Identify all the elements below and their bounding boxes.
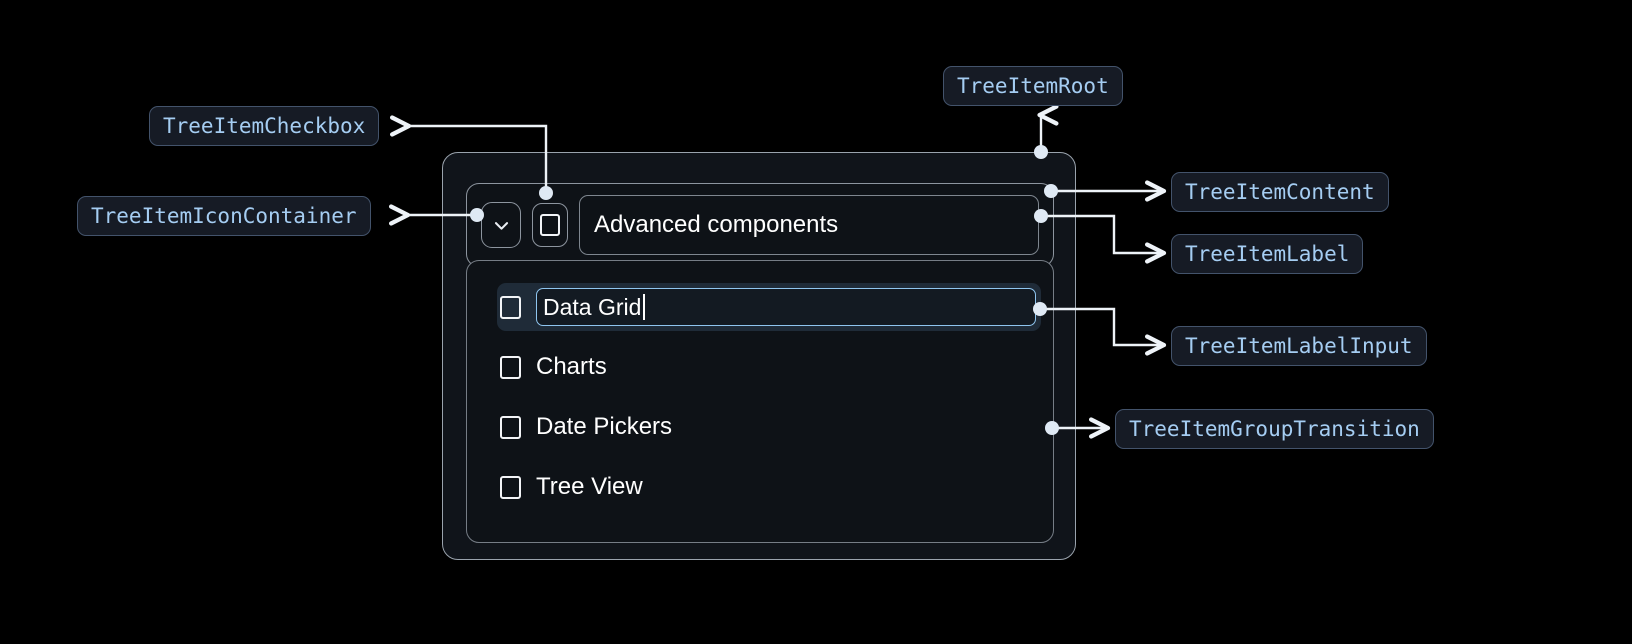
chip-tree-item-content: TreeItemContent bbox=[1171, 172, 1389, 212]
tree-item-group-transition: Data Grid Charts Date Pickers Tree View bbox=[466, 260, 1054, 543]
chip-label: TreeItemCheckbox bbox=[163, 114, 366, 138]
checkbox-unchecked-icon bbox=[540, 214, 560, 236]
chevron-down-icon bbox=[494, 221, 508, 230]
chip-tree-item-icon-container: TreeItemIconContainer bbox=[77, 196, 371, 236]
tree-child-label: Tree View bbox=[536, 473, 643, 500]
tree-child-row-date-pickers[interactable]: Date Pickers bbox=[497, 403, 1041, 451]
checkbox-unchecked-icon[interactable] bbox=[500, 295, 521, 319]
tree-child-label: Date Pickers bbox=[536, 413, 673, 440]
tree-item-label-text: Advanced components bbox=[594, 211, 839, 238]
chip-tree-item-label-input: TreeItemLabelInput bbox=[1171, 326, 1427, 366]
tree-item-label[interactable]: Advanced components bbox=[579, 195, 1039, 255]
tree-child-row-data-grid[interactable]: Data Grid bbox=[497, 283, 1041, 331]
chip-tree-item-checkbox: TreeItemCheckbox bbox=[149, 106, 380, 146]
chip-tree-item-group-transition: TreeItemGroupTransition bbox=[1115, 409, 1434, 449]
checkbox-unchecked-icon[interactable] bbox=[500, 475, 521, 499]
tree-child-row-tree-view[interactable]: Tree View bbox=[497, 463, 1041, 511]
text-caret bbox=[643, 294, 646, 320]
chip-label: TreeItemRoot bbox=[957, 74, 1109, 98]
chip-label: TreeItemIconContainer bbox=[91, 204, 357, 228]
chip-tree-item-root: TreeItemRoot bbox=[943, 66, 1123, 106]
tree-item-content[interactable]: Advanced components bbox=[466, 183, 1054, 267]
tree-child-label: Charts bbox=[536, 353, 607, 380]
tree-item-root[interactable]: Advanced components Data Grid Charts Dat… bbox=[442, 152, 1076, 560]
chip-label: TreeItemLabelInput bbox=[1185, 334, 1413, 358]
chip-label: TreeItemLabel bbox=[1185, 242, 1350, 266]
checkbox-unchecked-icon[interactable] bbox=[500, 415, 521, 439]
tree-child-row-charts[interactable]: Charts bbox=[497, 343, 1041, 391]
label-input-value: Data Grid bbox=[543, 293, 642, 320]
chip-label: TreeItemContent bbox=[1185, 180, 1375, 204]
tree-item-checkbox[interactable] bbox=[532, 203, 568, 247]
chip-tree-item-label: TreeItemLabel bbox=[1171, 234, 1364, 274]
checkbox-unchecked-icon[interactable] bbox=[500, 355, 521, 379]
chip-label: TreeItemGroupTransition bbox=[1129, 417, 1420, 441]
tree-item-label-input[interactable]: Data Grid bbox=[536, 288, 1036, 326]
tree-item-icon-container[interactable] bbox=[481, 202, 521, 248]
